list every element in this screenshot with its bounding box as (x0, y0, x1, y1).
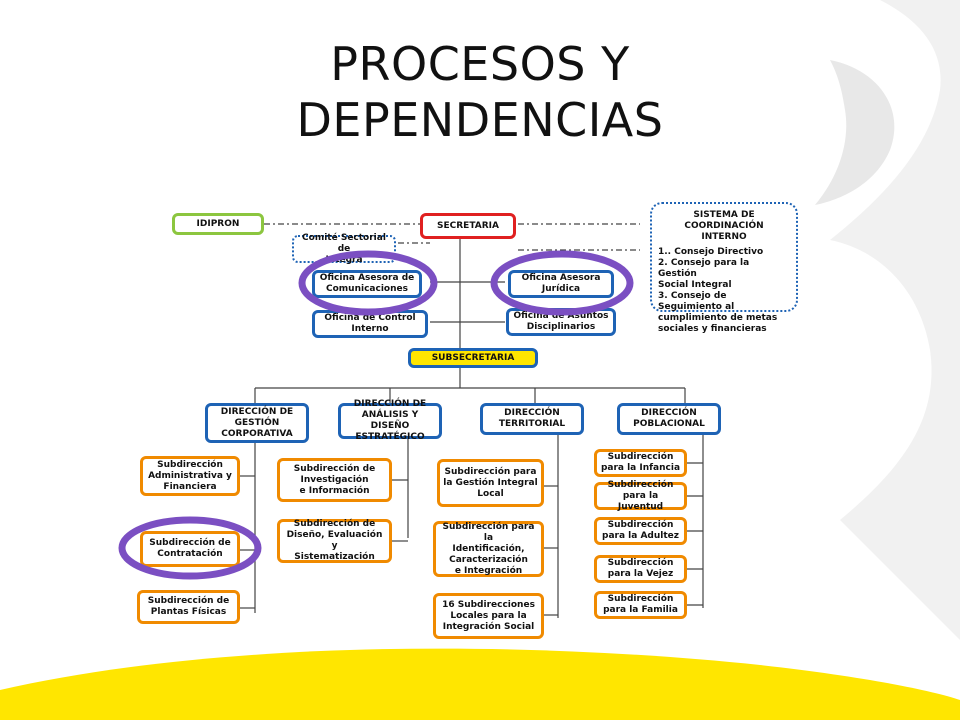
org-box-asesora-juridica: Oficina Asesora Jurídica (508, 270, 614, 298)
org-box-direccion-corporativa: DIRECCIÓN DE GESTIÓN CORPORATIVA (205, 403, 309, 443)
org-box-subdireccion-vejez: Subdirección para la Vejez (594, 555, 687, 583)
org-box-secretaria: SECRETARIA (420, 213, 516, 239)
gray-swirl-decoration (800, 0, 960, 640)
org-box-subdireccion-adultez: Subdirección para la Adultez (594, 517, 687, 545)
org-box-control-interno: Oficina de Control Interno (312, 310, 428, 338)
org-box-subdireccion-investigacion: Subdirección de Investigación e Informac… (277, 458, 392, 502)
org-box-direccion-poblacional: DIRECCIÓN POBLACIONAL (617, 403, 721, 435)
sistema-title: SISTEMA DE COORDINACIÓN INTERNO (684, 210, 764, 242)
sistema-item: 2. Consejo para la Gestión Social Integr… (658, 258, 750, 290)
org-box-asuntos-disciplinarios: Oficina de Asuntos Disciplinarios (506, 308, 616, 336)
gray-swirl-accent (815, 60, 895, 205)
org-box-subdireccion-contratacion: Subdirección de Contratación (140, 531, 240, 567)
org-box-direccion-analisis: DIRECCIÓN DE ANÁLISIS Y DISEÑO ESTRATÉGI… (338, 399, 442, 442)
org-box-subdireccion-juventud: Subdirección para la Juventud (594, 480, 687, 512)
org-box-subdireccion-plantas: Subdirección de Plantas Físicas (137, 590, 240, 624)
org-box-subdireccion-identificacion: Subdirección para la Identificación, Car… (433, 521, 544, 577)
sistema-list: 1.. Consejo Directivo 2. Consejo para la… (658, 247, 790, 335)
org-box-subdireccion-administrativa: Subdirección Administrativa y Financiera (140, 456, 240, 496)
org-box-idipron: IDIPRON (172, 213, 264, 235)
org-box-subdirecciones-locales: 16 Subdirecciones Locales para la Integr… (433, 593, 544, 639)
org-box-direccion-territorial: DIRECCIÓN TERRITORIAL (480, 403, 584, 435)
org-box-asesora-comunicaciones: Oficina Asesora de Comunicaciones (312, 270, 422, 298)
org-box-subdireccion-infancia: Subdirección para la Infancia (594, 449, 687, 477)
org-box-subdireccion-diseno: Subdirección de Diseño, Evaluación y Sis… (277, 519, 392, 563)
sistema-item: 1.. Consejo Directivo (658, 247, 764, 257)
org-box-comite-sectorial: Comité Sectorial de Integra (292, 233, 396, 265)
sistema-item: 3. Consejo de Seguimiento al cumplimient… (658, 291, 778, 334)
org-box-subsecretaria: SUBSECRETARIA (408, 348, 538, 368)
org-box-subdireccion-gestion-local: Subdirección para la Gestión Integral Lo… (437, 459, 544, 507)
org-box-sistema-coordinacion: SISTEMA DE COORDINACIÓN INTERNO 1.. Cons… (650, 202, 798, 334)
yellow-wave-decoration (0, 648, 960, 720)
org-chart-connectors (240, 223, 704, 618)
org-box-subdireccion-familia: Subdirección para la Familia (594, 591, 687, 619)
